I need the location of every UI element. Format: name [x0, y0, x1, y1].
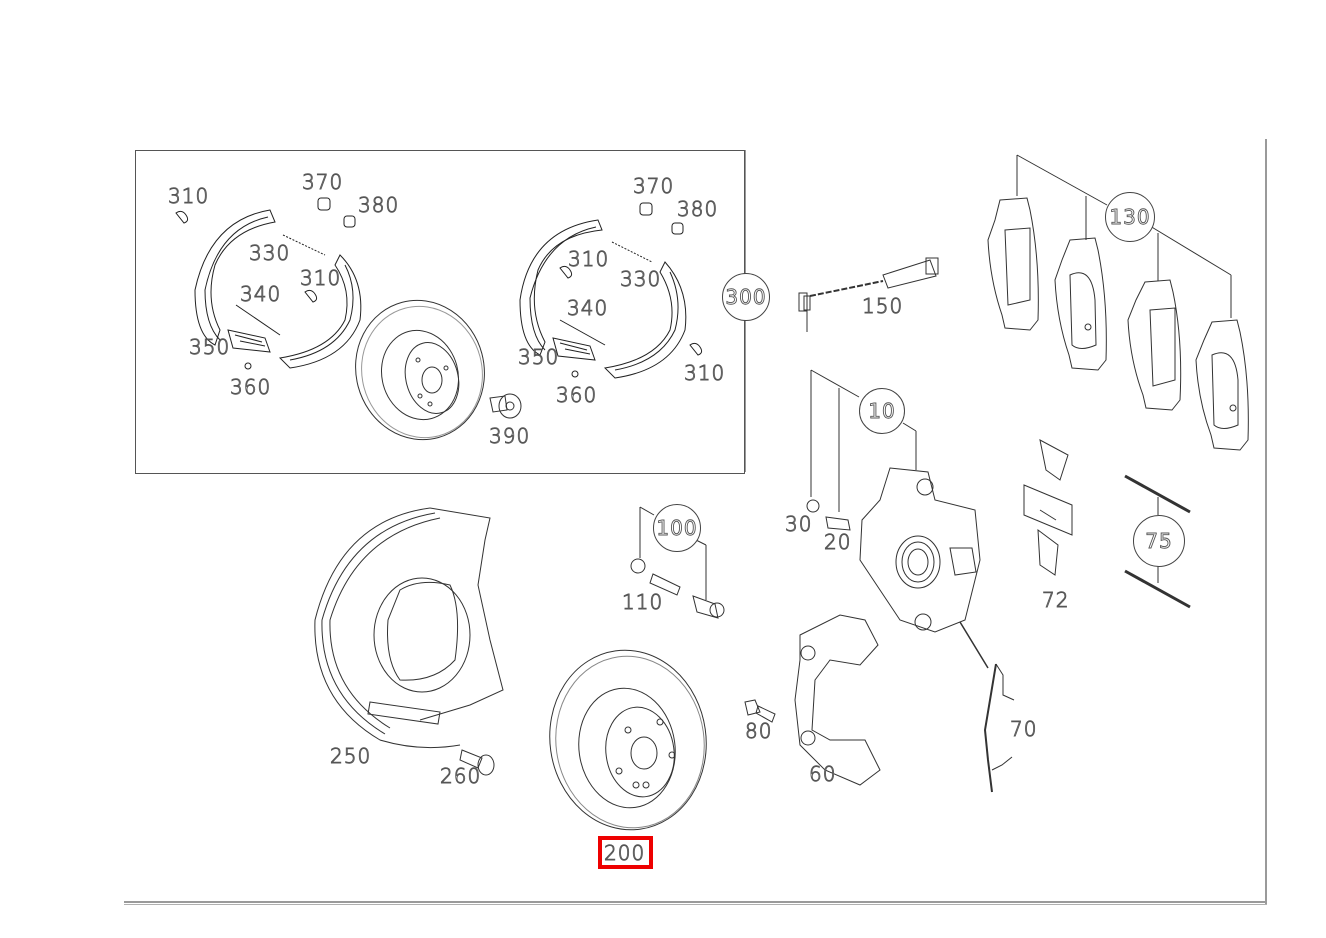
retaining-spring-72 — [1023, 439, 1073, 576]
screw-390 — [489, 393, 522, 419]
pins-75 — [1124, 474, 1191, 609]
part-label-310[interactable]: 310 — [568, 247, 610, 271]
part-label-390[interactable]: 390 — [489, 424, 531, 448]
part-label-370[interactable]: 370 — [302, 170, 344, 194]
part-label-310[interactable]: 310 — [684, 361, 726, 385]
part-label-340[interactable]: 340 — [240, 282, 282, 306]
frame-bottom-border — [124, 901, 1267, 903]
callout-100[interactable]: 100 — [653, 504, 701, 552]
brake-shoe-right-set — [519, 202, 703, 379]
brake-disc-200 — [549, 649, 707, 831]
backing-plate-250 — [314, 507, 504, 749]
part-label-70[interactable]: 70 — [1010, 717, 1038, 741]
callout-label-75: 75 — [1145, 529, 1173, 554]
part-label-380[interactable]: 380 — [677, 197, 719, 221]
wear-sensor-150 — [798, 257, 939, 332]
part-label-330[interactable]: 330 — [249, 241, 291, 265]
part-label-60[interactable]: 60 — [809, 762, 837, 786]
brake-pads-130 — [987, 154, 1249, 451]
part-label-80[interactable]: 80 — [745, 719, 773, 743]
part-label-250[interactable]: 250 — [330, 744, 372, 768]
callout-10[interactable]: 10 — [859, 388, 905, 434]
part-label-310[interactable]: 310 — [300, 266, 342, 290]
callout-label-130: 130 — [1109, 205, 1151, 230]
part-label-360[interactable]: 360 — [556, 383, 598, 407]
part-label-72[interactable]: 72 — [1042, 588, 1070, 612]
parking-brake-group-box — [135, 150, 745, 474]
part-label-150[interactable]: 150 — [862, 294, 904, 318]
part-label-310[interactable]: 310 — [168, 184, 210, 208]
caliper-10 — [806, 369, 989, 669]
brake-drum-disc-small-left — [355, 299, 485, 441]
callout-label-10: 10 — [868, 399, 896, 424]
callout-75[interactable]: 75 — [1133, 515, 1185, 567]
caliper-bracket-60 — [794, 614, 881, 786]
callout-130[interactable]: 130 — [1105, 192, 1155, 242]
part-label-110[interactable]: 110 — [622, 590, 664, 614]
frame-bottom-border-inner — [124, 904, 1267, 905]
callout-label-100: 100 — [656, 516, 698, 541]
part-label-340[interactable]: 340 — [567, 296, 609, 320]
bolt-260 — [459, 749, 495, 776]
part-label-350[interactable]: 350 — [189, 335, 231, 359]
guide-pin-set-100 — [630, 506, 725, 619]
part-label-30[interactable]: 30 — [785, 512, 813, 536]
part-label-360[interactable]: 360 — [230, 375, 272, 399]
frame-right-border — [1265, 139, 1267, 904]
part-label-350[interactable]: 350 — [518, 345, 560, 369]
part-label-260[interactable]: 260 — [440, 764, 482, 788]
callout-label-300: 300 — [725, 285, 767, 310]
bolt-80 — [744, 699, 776, 723]
callout-300[interactable]: 300 — [722, 273, 770, 321]
part-label-200[interactable]: 200 — [604, 841, 646, 865]
anti-rattle-spring-70 — [983, 663, 1015, 793]
part-label-330[interactable]: 330 — [620, 267, 662, 291]
part-label-20[interactable]: 20 — [824, 530, 852, 554]
part-label-380[interactable]: 380 — [358, 193, 400, 217]
brake-shoe-left-set — [175, 197, 362, 370]
part-label-370[interactable]: 370 — [633, 174, 675, 198]
